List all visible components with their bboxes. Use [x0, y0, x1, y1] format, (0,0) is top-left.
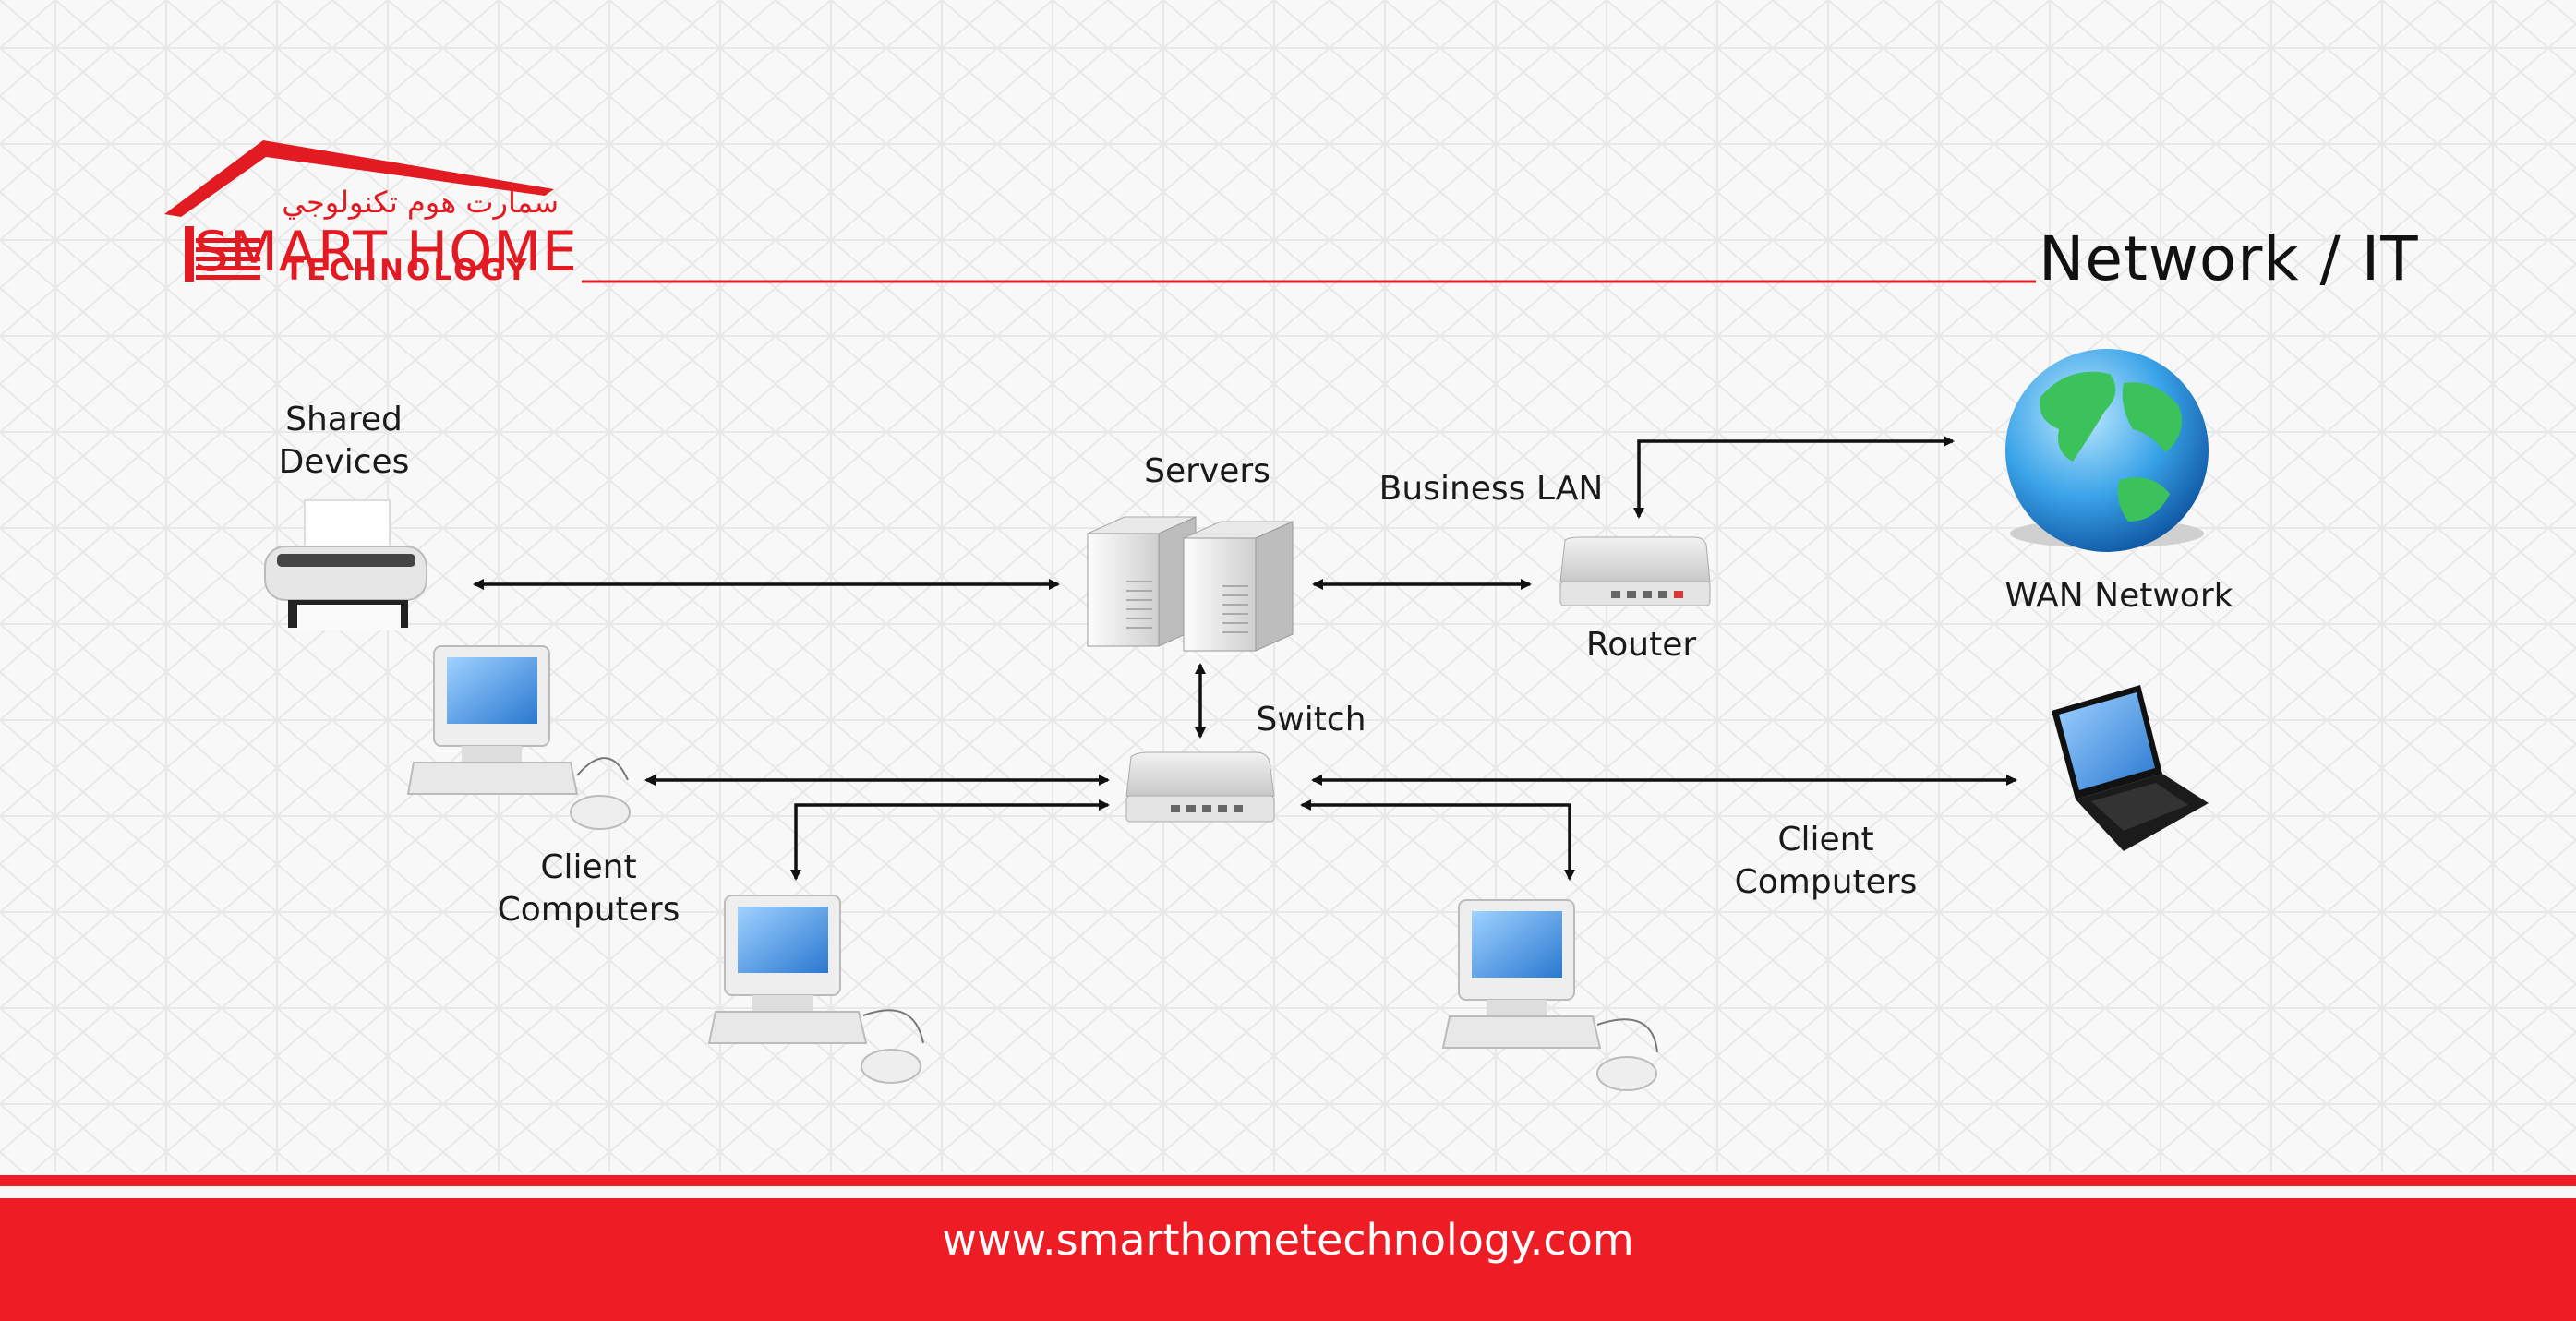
footer-bar	[0, 1198, 2576, 1321]
logo-mark	[164, 140, 554, 282]
arrow-switch-client-bottom-right	[1300, 799, 1575, 881]
label-business-lan: Business LAN	[1378, 470, 1604, 508]
page-title: Network / IT	[2039, 223, 2419, 294]
label-router: Router	[1585, 626, 1697, 664]
logo-line2: TECHNOLOGY	[284, 254, 530, 287]
desktop-computer-icon-bottom-right	[1441, 899, 1658, 1091]
desktop-computer-icon-bottom-left	[707, 895, 924, 1084]
arrow-router-wan	[1633, 436, 1955, 519]
globe-icon	[2005, 349, 2209, 552]
connections	[473, 436, 2017, 881]
desktop-computer-icon-left	[406, 645, 631, 830]
footer-stripe	[0, 1175, 2576, 1186]
logo-arabic-text: سمارت هوم تكنولوجي	[282, 185, 559, 220]
label-switch: Switch	[1256, 701, 1366, 739]
switch-icon	[1125, 751, 1275, 823]
label-wan-network: WAN Network	[2004, 577, 2233, 615]
label-client-computers-right: Client Computers	[1734, 821, 1918, 901]
label-shared-devices: Shared Devices	[278, 401, 410, 481]
servers-icon	[1087, 516, 1294, 652]
laptop-icon	[2052, 685, 2209, 851]
router-icon	[1559, 536, 1711, 606]
printer-icon	[264, 499, 427, 630]
arrow-switch-client-bottom-left	[790, 799, 1110, 881]
logo-line1: SMART HOME	[194, 220, 578, 284]
footer-url[interactable]: www.smarthometechnology.com	[942, 1215, 1634, 1265]
label-servers: Servers	[1144, 452, 1270, 490]
label-client-computers-left: Client Computers	[497, 848, 680, 929]
